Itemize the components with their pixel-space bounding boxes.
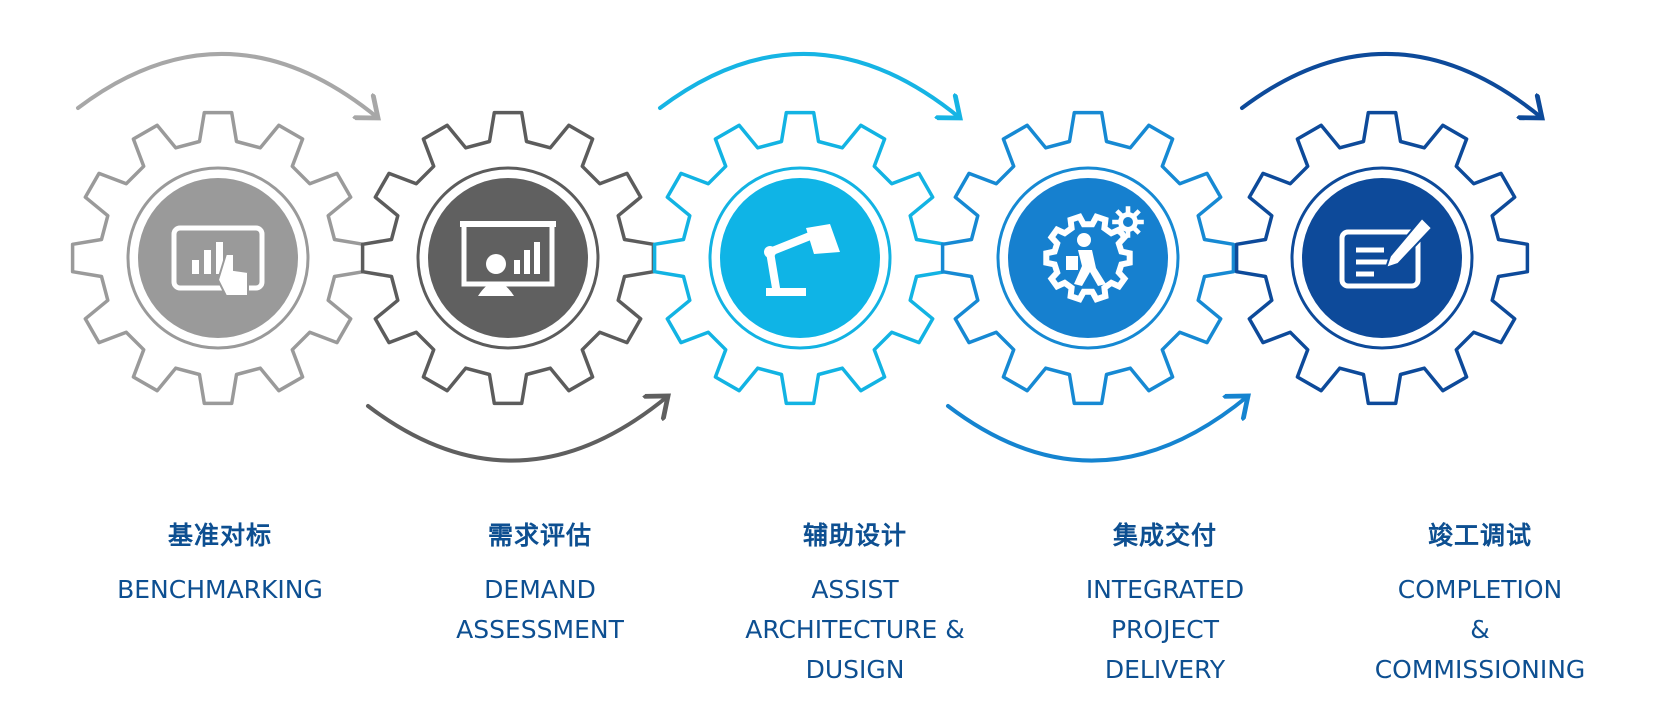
step-label-benchmarking: 基准对标 BENCHMARKING [70, 520, 370, 610]
presentation-board-icon [460, 221, 556, 296]
flow-arrow-4 [946, 396, 1248, 463]
gear-1 [70, 110, 366, 406]
step-label-integrated-delivery: 集成交付 INTEGRATED PROJECT DELIVERY [1015, 520, 1315, 690]
step-title-en: COMPLETION & COMMISSIONING [1374, 575, 1586, 684]
gear-disk [428, 178, 588, 338]
gear-ring [416, 166, 600, 350]
flow-arrow-5 [1240, 51, 1542, 118]
gear-4 [940, 110, 1236, 406]
step-title-en: INTEGRATED PROJECT DELIVERY [1085, 575, 1245, 684]
step-title-cn: 集成交付 [1112, 521, 1217, 550]
step-title-en: ASSIST ARCHITECTURE & DUSIGN [745, 575, 965, 684]
step-title-en: DEMAND ASSESSMENT [456, 575, 624, 644]
step-label-completion: 竣工调试 COMPLETION & COMMISSIONING [1330, 520, 1630, 690]
gear-runner-icon [1043, 206, 1144, 303]
step-label-assist-design: 辅助设计 ASSIST ARCHITECTURE & DUSIGN [705, 520, 1005, 690]
step-label-demand-assessment: 需求评估 DEMAND ASSESSMENT [390, 520, 690, 650]
gear-5 [1234, 110, 1530, 406]
document-pen-icon [1339, 216, 1434, 289]
gear-ring [996, 166, 1180, 350]
gear-3 [652, 110, 948, 406]
step-title-cn: 辅助设计 [802, 521, 907, 550]
gear-ring [708, 166, 892, 350]
gear-2 [360, 110, 656, 406]
arrows-layer [76, 51, 1542, 463]
gear-disk [720, 178, 880, 338]
step-title-cn: 需求评估 [487, 521, 592, 550]
flow-arrow-2 [366, 396, 668, 463]
step-title-cn: 竣工调试 [1427, 521, 1532, 550]
step-title-en: BENCHMARKING [117, 575, 323, 604]
gear-disk [1302, 178, 1462, 338]
step-title-cn: 基准对标 [167, 521, 272, 550]
gear-ring [1290, 166, 1474, 350]
gears-layer [70, 110, 1530, 406]
flow-arrow-1 [76, 51, 378, 118]
tablet-chart-touch-icon [171, 225, 265, 297]
gear-ring [126, 166, 310, 350]
desk-lamp-icon [764, 224, 840, 296]
flow-arrow-3 [658, 51, 960, 118]
